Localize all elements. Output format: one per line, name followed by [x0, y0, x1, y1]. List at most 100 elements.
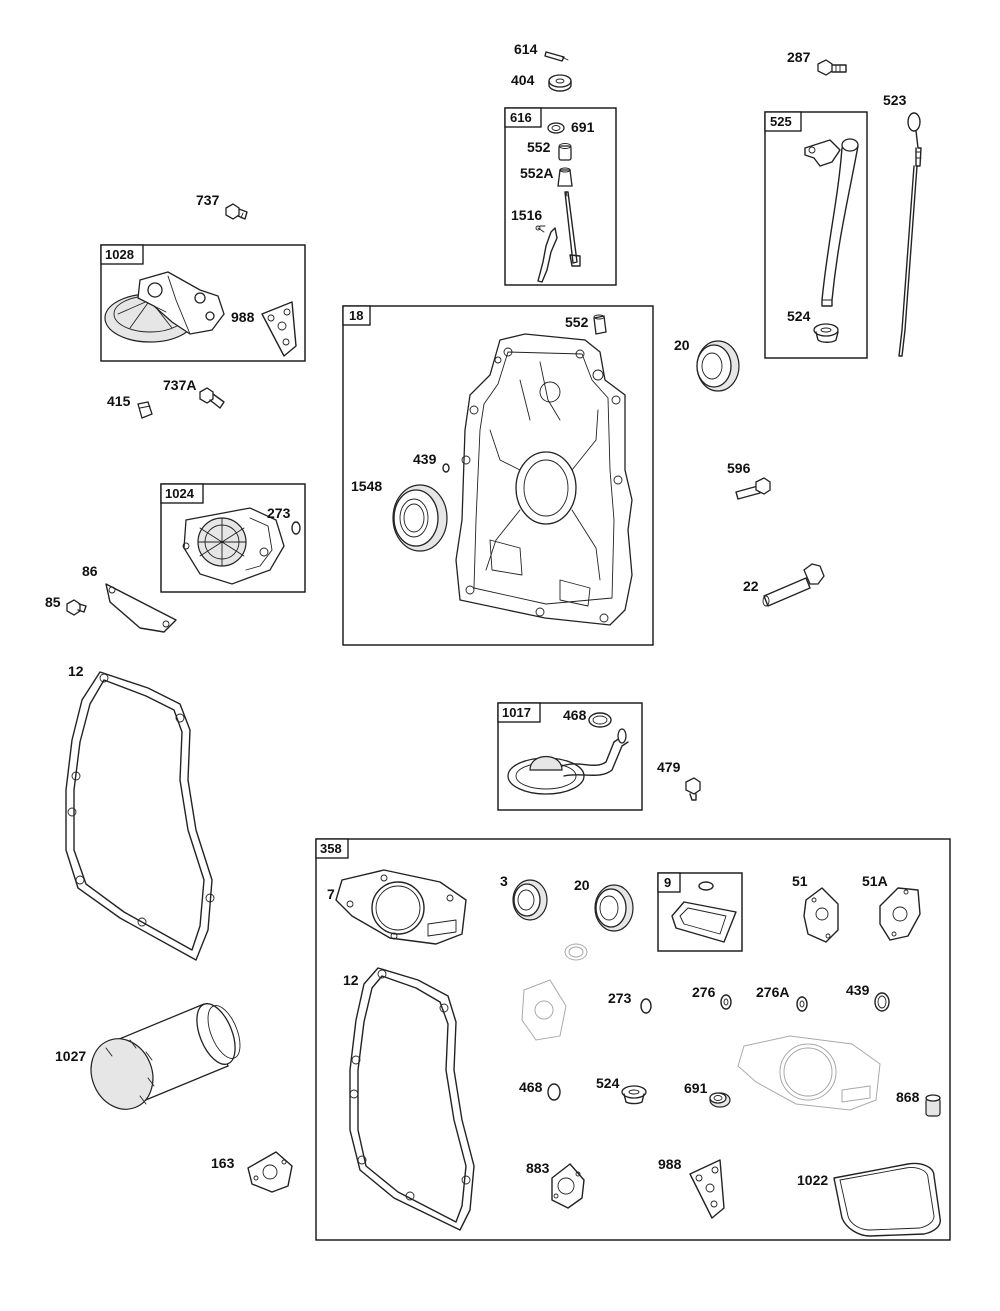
part-468-oring-kit [547, 1083, 561, 1101]
part-51-gasket [803, 887, 839, 943]
kit-18-box [342, 305, 654, 646]
label-22: 22 [743, 578, 759, 594]
part-22-bolt [762, 563, 825, 607]
label-9: 9 [664, 875, 671, 890]
part-415-plug [137, 401, 153, 419]
label-439-kit: 439 [846, 982, 870, 998]
label-1027: 1027 [55, 1048, 86, 1064]
label-51: 51 [792, 873, 808, 889]
label-287: 287 [787, 49, 811, 65]
label-552-top: 552 [527, 139, 551, 155]
part-276-washer [720, 994, 732, 1010]
label-20-top: 20 [674, 337, 690, 353]
part-988-gasket-kit [689, 1159, 725, 1219]
part-468-oring-pickup [588, 712, 612, 728]
label-616: 616 [510, 110, 532, 125]
part-20-seal-top [696, 340, 740, 392]
part-552-bushing-cover [593, 314, 607, 335]
part-ghost-gasket-small [521, 979, 567, 1041]
part-12-crankcase-gasket-kit [349, 967, 475, 1231]
part-86-cover-plate [105, 583, 177, 633]
label-883: 883 [526, 1160, 550, 1176]
part-439-oring-cover [442, 463, 450, 473]
kit-1017-box [497, 702, 643, 811]
label-1028: 1028 [105, 247, 134, 262]
part-868-valve-seal [925, 1094, 941, 1117]
label-12-kit: 12 [343, 972, 359, 988]
label-524-top: 524 [787, 308, 811, 324]
part-3-seal [512, 879, 548, 921]
kit-616-box [504, 107, 617, 286]
part-1017-oil-pickup [507, 728, 629, 795]
label-273-pump: 273 [267, 505, 291, 521]
label-524-kit: 524 [596, 1075, 620, 1091]
label-1516: 1516 [511, 207, 542, 223]
part-18-crankcase-cover [455, 333, 633, 626]
label-614: 614 [514, 41, 538, 57]
part-163-gasket [247, 1151, 293, 1193]
part-85-screw [66, 599, 87, 616]
part-614-pin [544, 51, 569, 62]
kit-9-box [657, 872, 743, 952]
part-737A-bolt [199, 387, 225, 409]
label-51A: 51A [862, 873, 888, 889]
label-988-top: 988 [231, 309, 255, 325]
part-7-head-gasket [335, 869, 467, 945]
label-276A: 276A [756, 984, 789, 1000]
part-9-breather-gasket [671, 881, 737, 943]
part-273-oring-kit [640, 998, 652, 1014]
part-552A-bushing [557, 167, 573, 187]
label-552-cover: 552 [565, 314, 589, 330]
label-988-kit: 988 [658, 1156, 682, 1172]
label-1024: 1024 [165, 486, 195, 501]
part-1028-oil-filter-adapter [104, 271, 225, 343]
label-7: 7 [327, 886, 335, 902]
part-51A-gasket [879, 887, 921, 941]
part-524-grommet [813, 323, 839, 343]
part-1548-bearing [392, 484, 448, 552]
label-273-kit: 273 [608, 990, 632, 1006]
label-737A: 737A [163, 377, 196, 393]
label-12-left: 12 [68, 663, 84, 679]
label-691-top: 691 [571, 119, 595, 135]
part-479-screw [685, 777, 701, 801]
part-691-seal-kit [709, 1092, 731, 1108]
part-1516-governor-arm [535, 225, 558, 283]
label-163: 163 [211, 1155, 235, 1171]
part-404-washer [548, 74, 572, 92]
part-governor-shaft [564, 191, 581, 267]
label-525: 525 [770, 114, 792, 129]
part-1024-oil-pump [182, 507, 285, 585]
label-468-pickup: 468 [563, 707, 587, 723]
part-439-oring-kit [874, 992, 890, 1012]
label-1022: 1022 [797, 1172, 828, 1188]
part-12-crankcase-gasket-left [65, 671, 215, 961]
label-468-kit: 468 [519, 1079, 543, 1095]
label-276: 276 [692, 984, 716, 1000]
label-358: 358 [320, 841, 342, 856]
part-ghost-ring [564, 943, 588, 961]
label-737: 737 [196, 192, 220, 208]
label-1548: 1548 [351, 478, 382, 494]
label-86: 86 [82, 563, 98, 579]
part-287-bolt [817, 59, 847, 76]
part-273-oring-pump [291, 521, 301, 535]
part-276A-washer [796, 996, 808, 1012]
part-596-bolt [735, 477, 771, 500]
kit-358-box [315, 838, 951, 1241]
part-691-oring [547, 122, 565, 134]
part-524-grommet-kit [621, 1085, 647, 1105]
label-3: 3 [500, 873, 508, 889]
label-404: 404 [511, 72, 535, 88]
label-523: 523 [883, 92, 907, 108]
label-20-kit: 20 [574, 877, 590, 893]
label-415: 415 [107, 393, 131, 409]
part-ghost-head-gasket [737, 1035, 881, 1111]
label-479: 479 [657, 759, 681, 775]
label-85: 85 [45, 594, 61, 610]
label-596: 596 [727, 460, 751, 476]
label-552A: 552A [520, 165, 553, 181]
part-1027-oil-filter [90, 1003, 241, 1110]
label-1017: 1017 [502, 705, 531, 720]
